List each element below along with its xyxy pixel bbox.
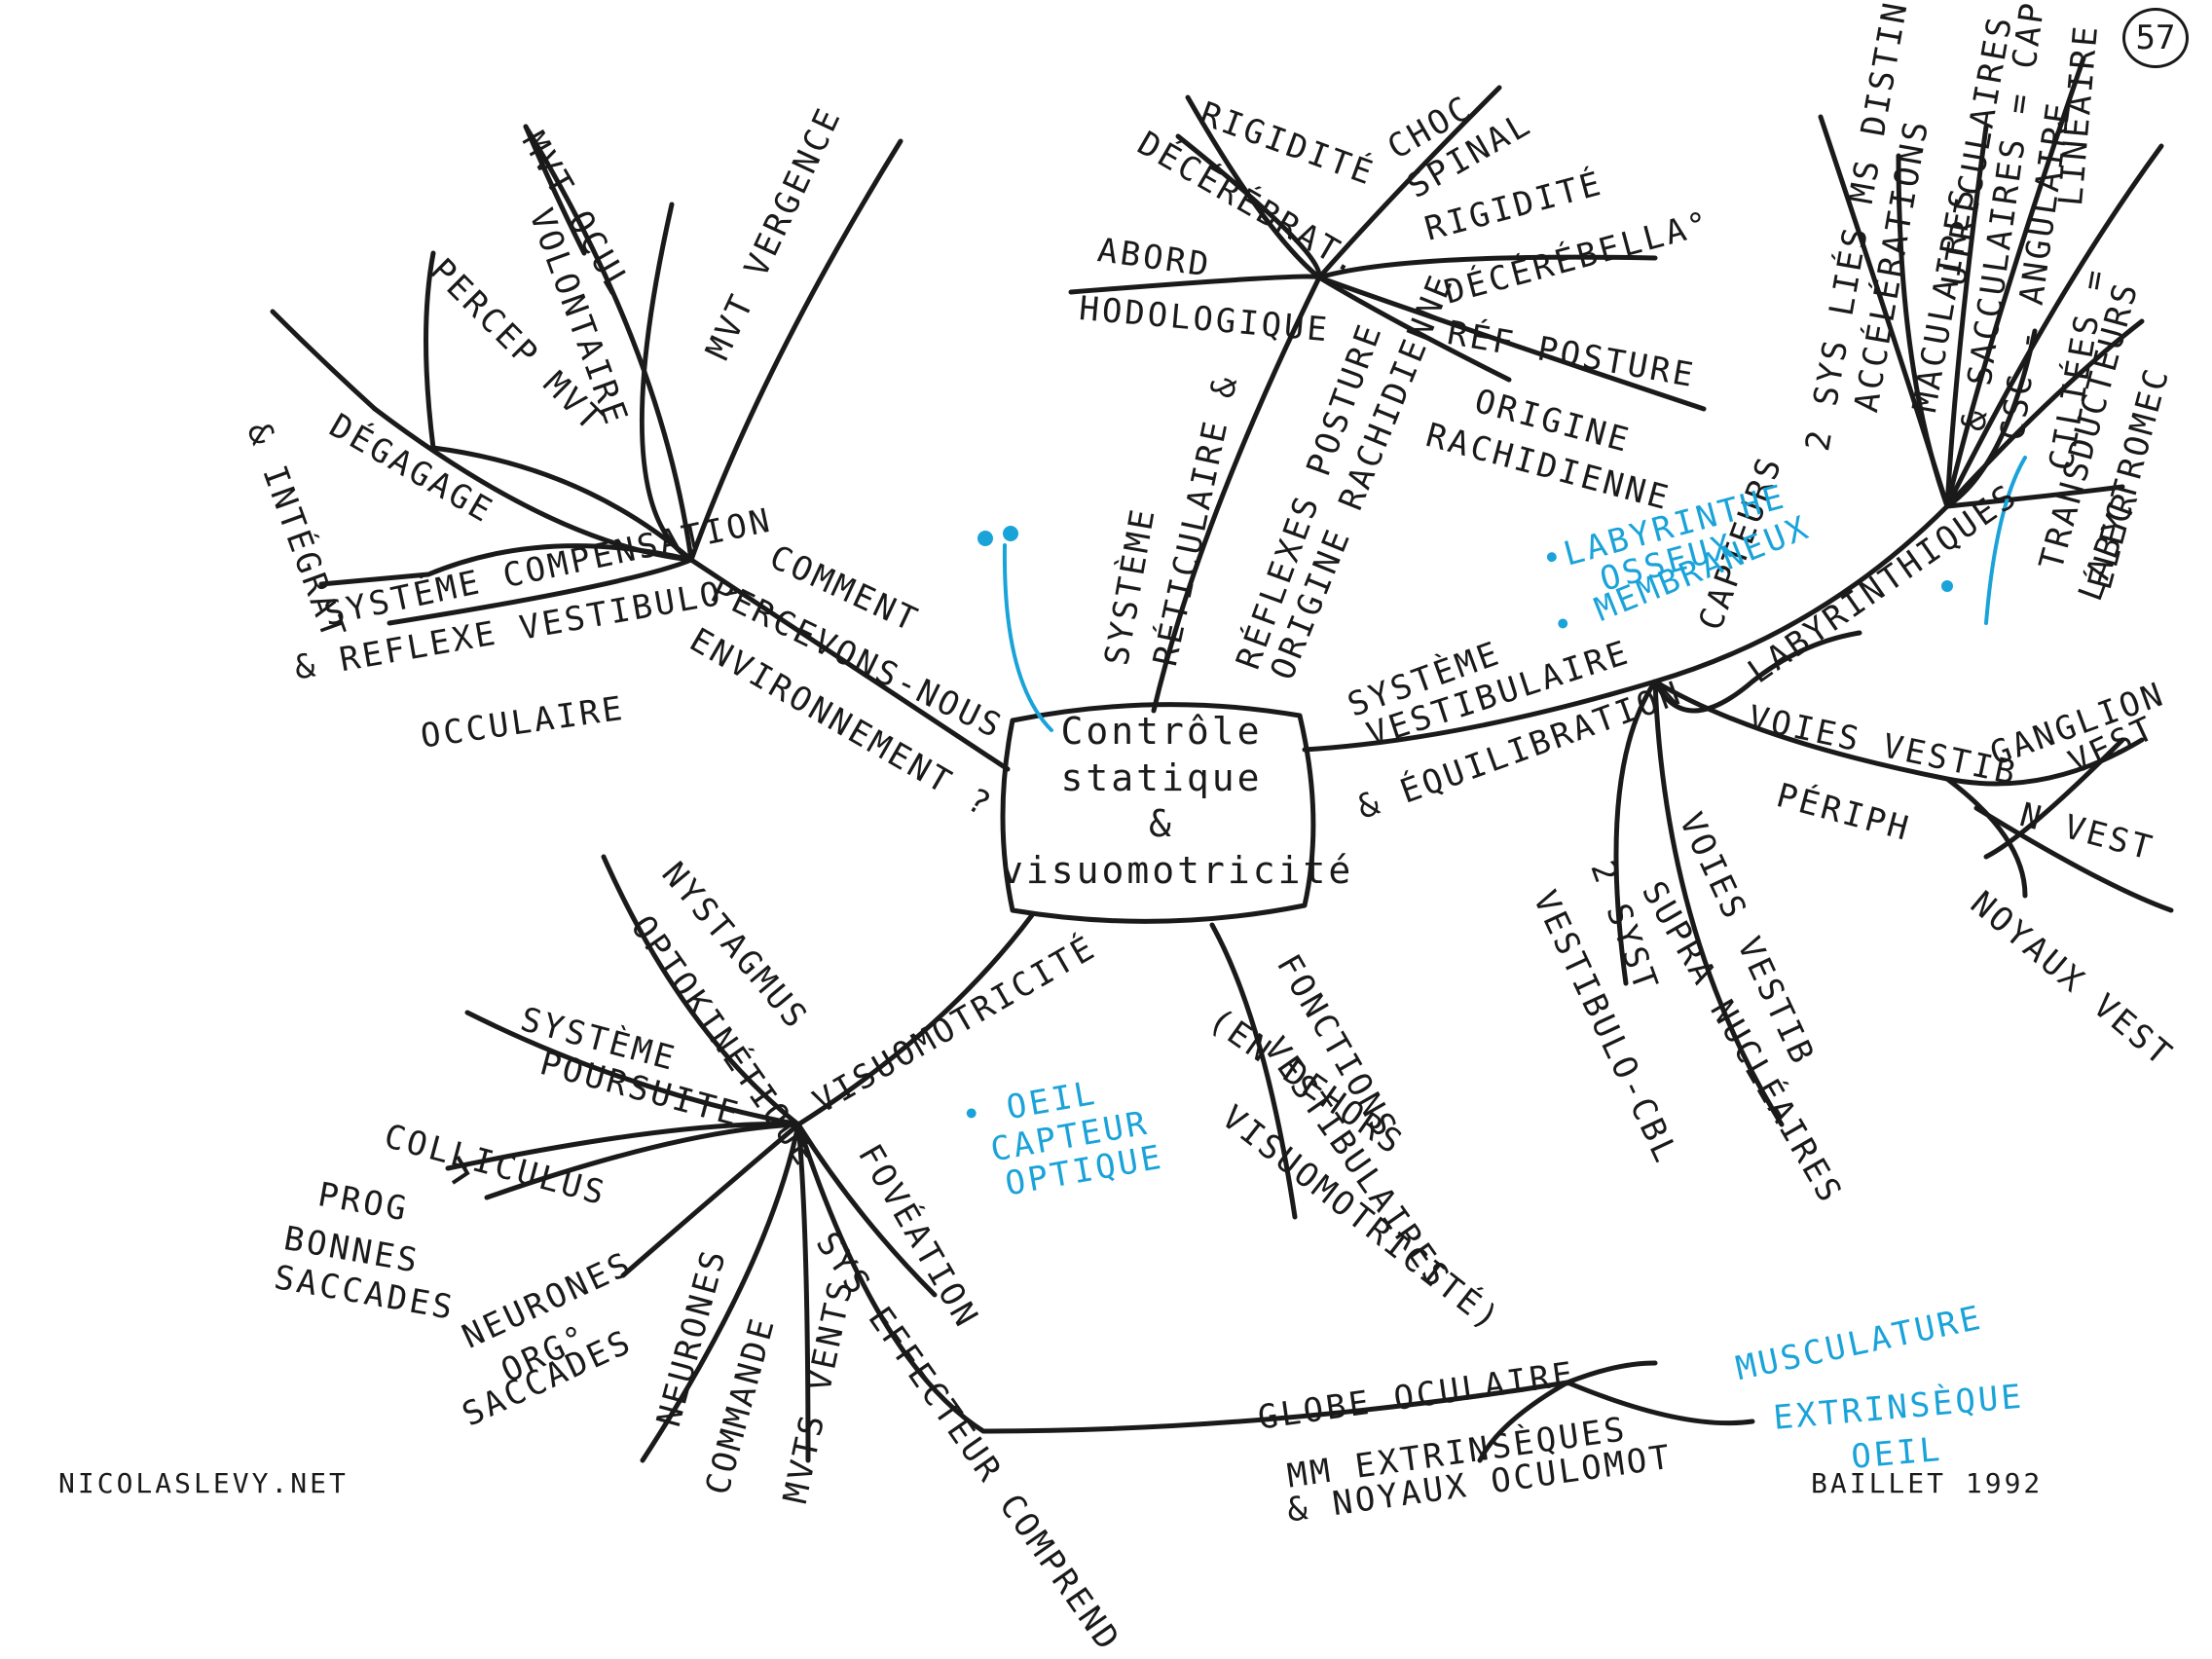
center-line3: & [1149,802,1174,845]
center-line2: statique [1060,756,1263,799]
page-number: 57 [2122,8,2189,68]
branch-visuomotricite [795,912,1035,1127]
branch-reticulaire [1151,275,1322,714]
mind-map-lines [270,55,2174,1463]
blue-pointer-line [1002,543,1053,732]
center-box [1000,702,1316,924]
center-line1: Contrôle [1060,710,1263,753]
center-node: Contrôle statique & visuomotricité [1001,709,1354,923]
footer-author: Baillet 1992 [1811,1467,2044,1499]
center-line4: visuomotricité [1001,848,1354,892]
branch-comment [688,557,1011,772]
branch-fonctions [1209,922,1298,1220]
footer-site: NicolasLevy.net [58,1467,349,1499]
